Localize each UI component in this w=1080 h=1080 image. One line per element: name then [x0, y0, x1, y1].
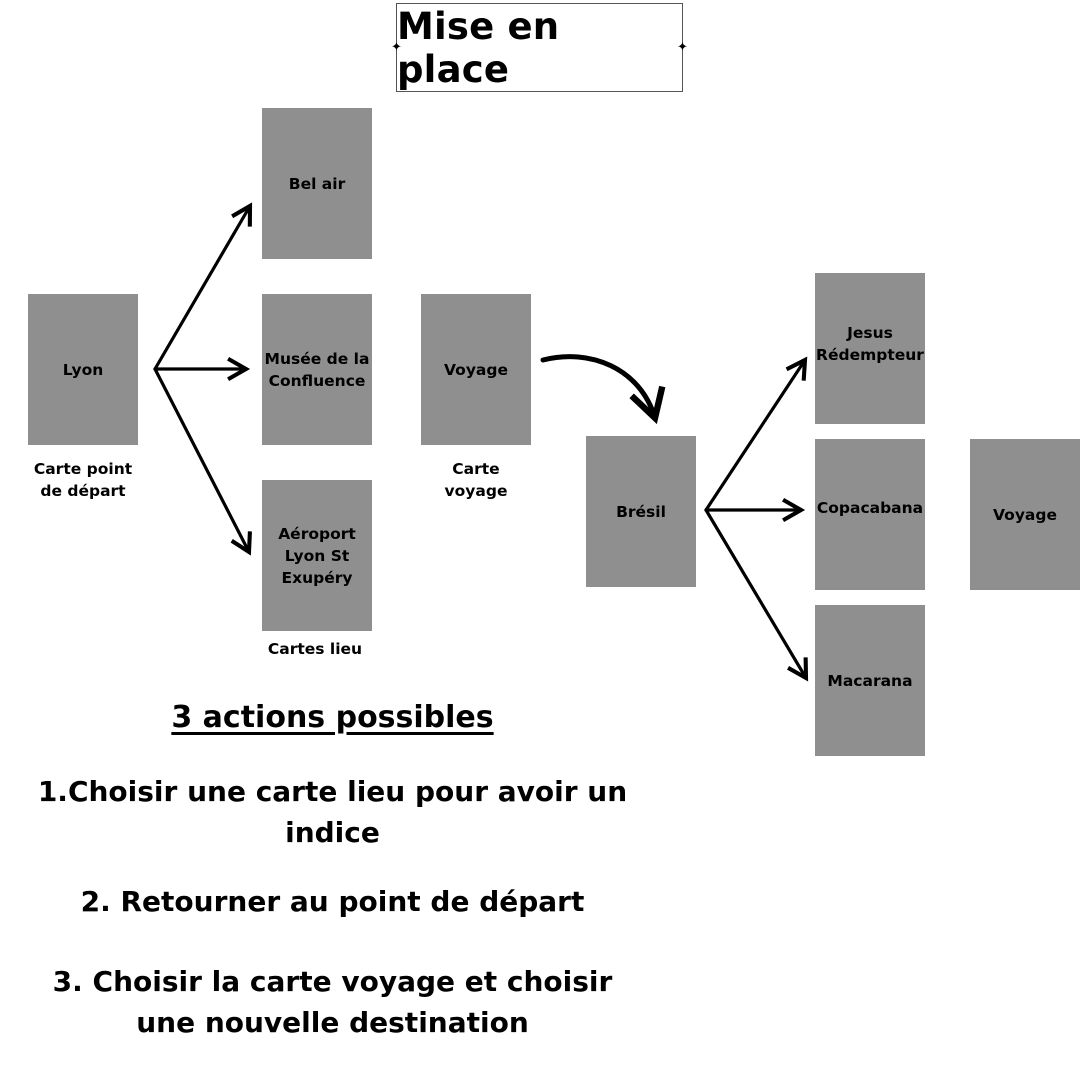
caption-places: Cartes lieu [267, 640, 363, 658]
card-destination: Brésil [586, 436, 696, 587]
card-place-1: Bel air [262, 108, 372, 259]
action-1: 1.Choisir une carte lieu pour avoir un i… [37, 775, 628, 849]
card-dest-place-2: Copacabana [815, 439, 925, 590]
action-2: 2. Retourner au point de départ [80, 885, 585, 918]
card-dest-place-1: Jesus Rédempteur [815, 273, 925, 424]
card-dest-travel: Voyage [970, 439, 1080, 590]
action-3: 3. Choisir la carte voyage et choisir un… [52, 965, 613, 1039]
arrow-to-aeroport [153, 367, 252, 556]
arrow-to-jesus [704, 356, 808, 512]
sparkle-icon: ✦ [391, 40, 402, 55]
arrow-to-bresil [540, 354, 666, 425]
card-place-2: Musée de la Confluence [262, 294, 372, 445]
card-place-3: Aéroport Lyon St Exupéry [262, 480, 372, 631]
page-title: Mise en place [397, 4, 560, 91]
card-start: Lyon [28, 294, 138, 445]
arrow-to-macarana [704, 508, 809, 682]
sparkle-icon: ✦ [677, 40, 688, 55]
title-box: Mise en place [396, 3, 683, 92]
card-travel: Voyage [421, 294, 531, 445]
actions-title: 3 actions possibles [171, 700, 494, 735]
arrow-to-bel-air [153, 202, 253, 371]
card-dest-place-3: Macarana [815, 605, 925, 756]
caption-travel: Carte voyage [444, 460, 508, 500]
caption-start: Carte point de départ [33, 460, 133, 500]
